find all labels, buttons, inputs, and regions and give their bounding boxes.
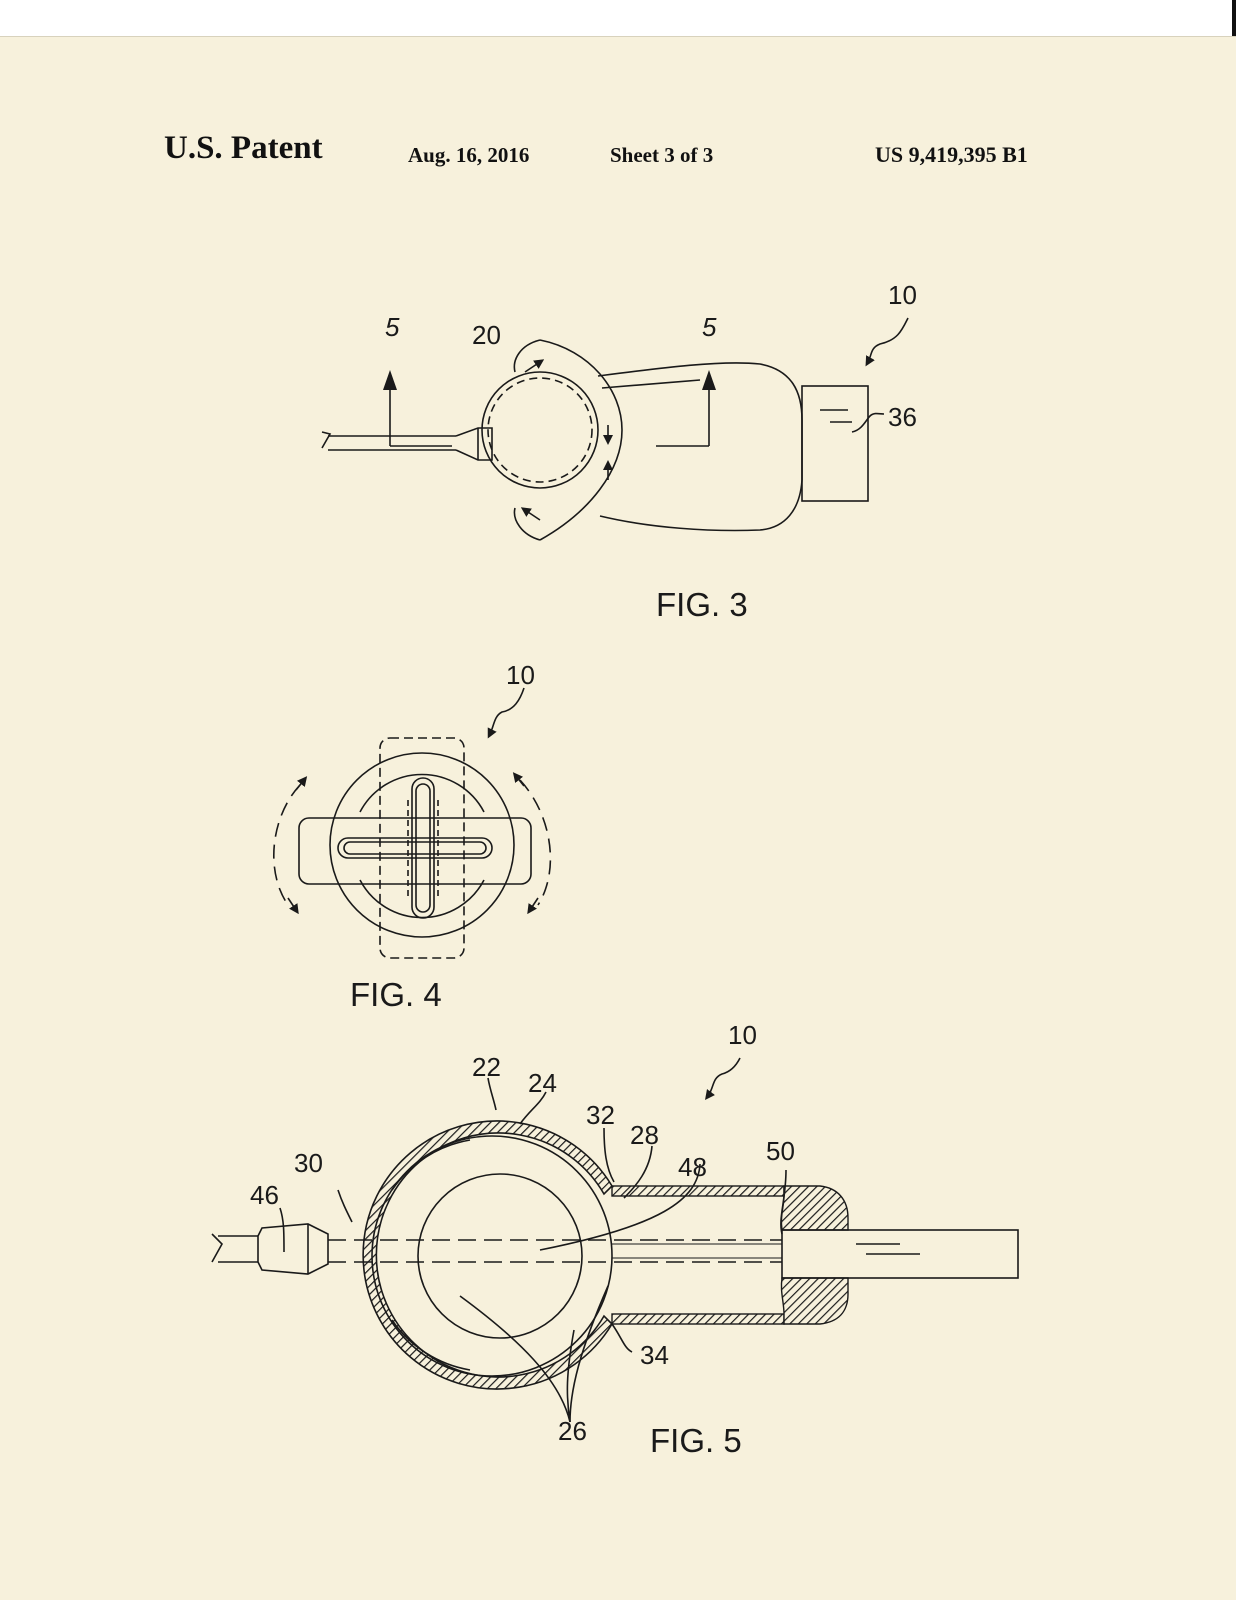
fig4-drawing <box>272 687 552 959</box>
fig5-ref-28: 28 <box>630 1120 659 1150</box>
patent-date: Aug. 16, 2016 <box>408 143 530 167</box>
fig5-ref-30: 30 <box>294 1148 323 1178</box>
fig3-section-label-left: 5 <box>385 312 400 342</box>
fig5-ref-24: 24 <box>528 1068 557 1098</box>
fig5-ref-22: 22 <box>472 1052 501 1082</box>
fig5-caption: FIG. 5 <box>650 1422 742 1459</box>
fig3-ref-36: 36 <box>888 402 917 432</box>
fig3-drawing <box>321 317 909 541</box>
fig5-ref-10: 10 <box>728 1020 757 1050</box>
fig3-ref-20: 20 <box>472 320 501 350</box>
fig5-ref-46: 46 <box>250 1180 279 1210</box>
scanner-top-band <box>0 0 1236 37</box>
fig4-ref-10: 10 <box>506 660 535 690</box>
section-arrow-left <box>383 370 397 390</box>
sheet-number: Sheet 3 of 3 <box>610 143 714 167</box>
patent-number: US 9,419,395 B1 <box>875 142 1028 167</box>
scan-edge-mark <box>1232 0 1236 36</box>
fig5-ref-34: 34 <box>640 1340 669 1370</box>
fig5-ref-32: 32 <box>586 1100 615 1130</box>
fig3-section-label-right: 5 <box>702 312 717 342</box>
fig3-ref-10: 10 <box>888 280 917 310</box>
fig5-lines <box>211 1057 1019 1423</box>
fig5-ref-48: 48 <box>678 1152 707 1182</box>
fig5-ref-50: 50 <box>766 1136 795 1166</box>
patent-label: U.S. Patent <box>164 130 323 166</box>
section-arrow-right <box>702 370 716 390</box>
fig5-ref-26: 26 <box>558 1416 587 1446</box>
fig4-caption: FIG. 4 <box>350 976 442 1013</box>
fig3-caption: FIG. 3 <box>656 586 748 623</box>
